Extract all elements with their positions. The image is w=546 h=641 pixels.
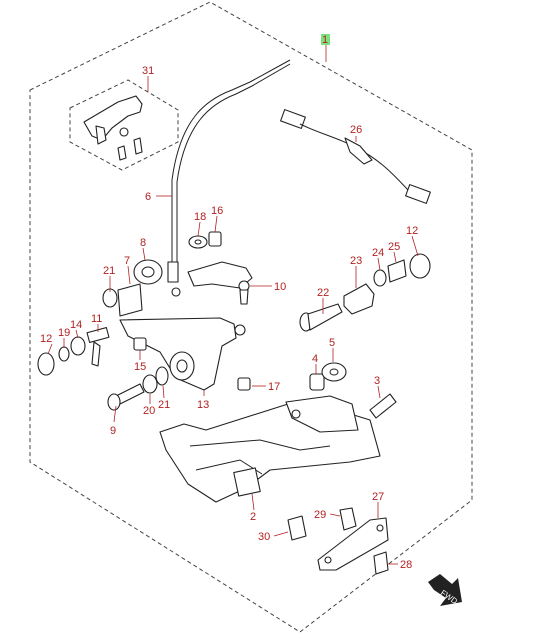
callout-21-top: 21: [103, 265, 115, 277]
callout-26: 26: [350, 124, 362, 136]
callout-1: 1: [322, 34, 328, 46]
leader-lines: [47, 44, 419, 565]
part-3-stud: [369, 393, 397, 419]
part-19-washer: [58, 346, 70, 362]
part-18-washer: [188, 235, 208, 249]
callout-18: 18: [194, 211, 206, 223]
part-23-bushing: [343, 283, 375, 315]
part-14-bushing: [70, 336, 86, 356]
part-27-plate: [317, 517, 389, 571]
callout-24: 24: [372, 247, 384, 259]
callout-4: 4: [312, 353, 318, 365]
part-12-ring-right: [409, 253, 431, 279]
part-21-bushing: [155, 366, 169, 386]
part-25-collar: [387, 259, 407, 283]
callout-12-left: 12: [40, 333, 52, 345]
part-31-bracket: [83, 95, 143, 161]
callout-23: 23: [350, 255, 362, 267]
callout-6: 6: [145, 191, 151, 203]
callout-31: 31: [142, 65, 154, 77]
callout-labels: 1 31 26 6 18 16 12 8 25 24 23 7 21 10 22…: [40, 34, 418, 571]
callout-20: 20: [143, 405, 155, 417]
part-10-clip: [187, 261, 253, 305]
part-15-nut: [133, 337, 147, 351]
callout-21-bottom: 21: [158, 399, 170, 411]
part-11-pin: [86, 327, 110, 367]
part-22-pin: [299, 303, 343, 332]
part-4-nut: [309, 373, 325, 391]
callout-9: 9: [110, 425, 116, 437]
callout-17: 17: [268, 381, 280, 393]
part-12-ring-left: [37, 352, 55, 376]
part-7-bracket: [117, 283, 143, 317]
callout-22: 22: [317, 287, 329, 299]
callout-27: 27: [372, 491, 384, 503]
callout-12-right: 12: [406, 225, 418, 237]
part-9-bolt: [107, 383, 145, 411]
callout-5: 5: [329, 337, 335, 349]
part-26-lead: [280, 109, 431, 204]
inset-box: [69, 79, 179, 171]
part-17-nut: [237, 377, 251, 391]
part-24-washer: [373, 269, 387, 287]
callout-13: 13: [197, 399, 209, 411]
part-6-cable: [167, 59, 291, 297]
callout-30: 30: [258, 531, 270, 543]
fwd-arrow-icon: FWD: [428, 574, 462, 606]
part-2-main-bracket: [159, 395, 381, 503]
callout-28: 28: [400, 559, 412, 571]
callout-3: 3: [374, 375, 380, 387]
part-30-clip: [287, 515, 307, 541]
callout-16: 16: [211, 205, 223, 217]
callout-8: 8: [140, 237, 146, 249]
callout-11: 11: [91, 313, 102, 325]
assembly-boundary: [29, 1, 473, 633]
callout-25: 25: [388, 241, 400, 253]
part-13-lever: [119, 317, 246, 391]
part-20-washer: [142, 374, 158, 394]
callout-14: 14: [70, 319, 82, 331]
callout-15: 15: [134, 361, 146, 373]
callout-19: 19: [58, 327, 70, 339]
part-28-bolt: [373, 551, 389, 575]
callout-29: 29: [314, 509, 326, 521]
part-8-drum: [133, 259, 163, 285]
part-29-clip: [339, 507, 357, 531]
part-5-washer: [321, 362, 347, 382]
callout-2: 2: [250, 511, 256, 523]
callout-7: 7: [124, 255, 130, 267]
callout-10: 10: [274, 281, 286, 293]
main-part-highlight: [321, 34, 330, 45]
part-16-nut: [208, 231, 222, 247]
